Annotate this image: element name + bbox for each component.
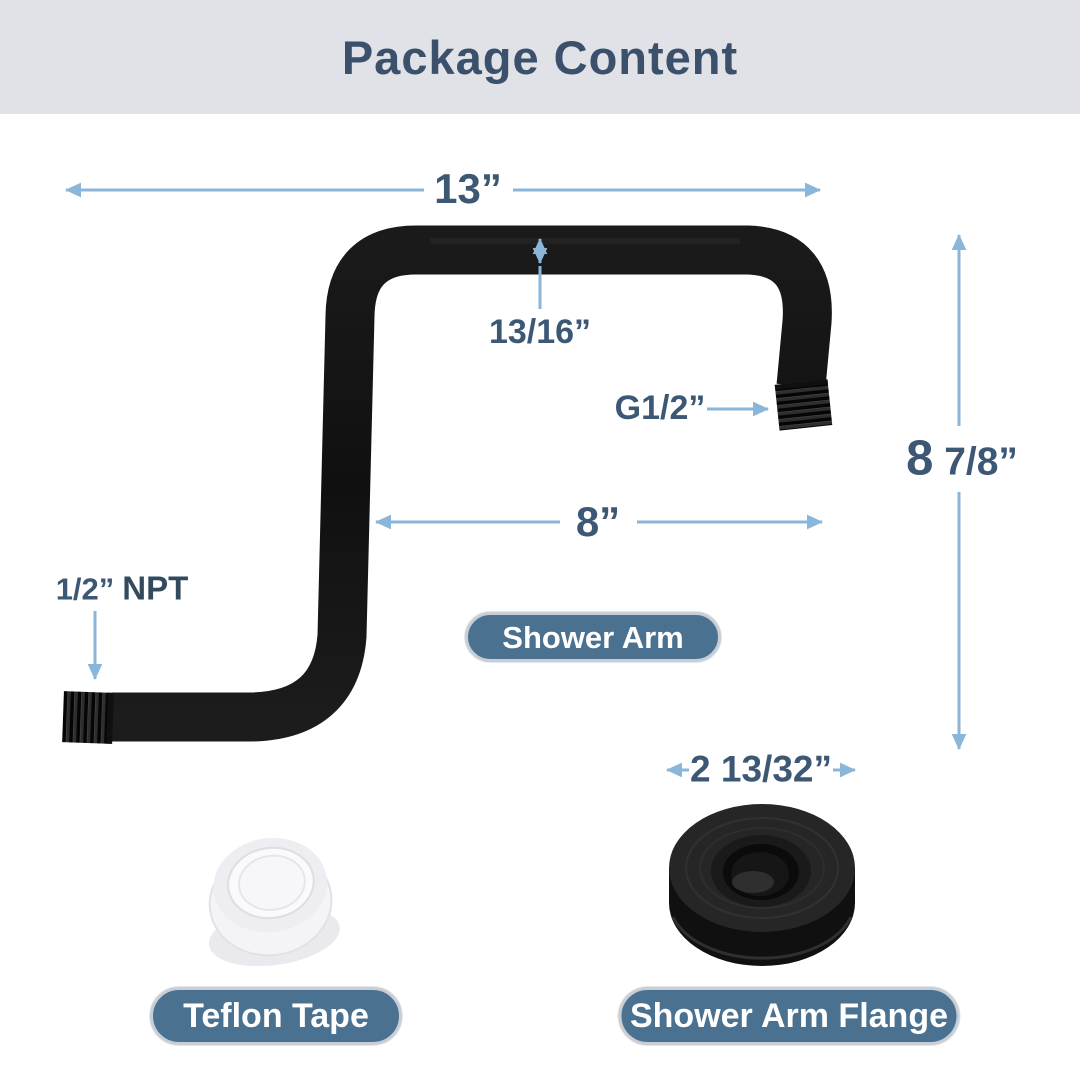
teflon-tape-product (208, 837, 340, 967)
dim-label-21332in: 2 13/32” (690, 748, 832, 790)
npt-text: NPT (122, 569, 189, 607)
dim-label-g12: G1/2” (614, 389, 706, 427)
dim-label-878in: 8 7/8” (901, 431, 1023, 486)
label-pill-shower-arm: Shower Arm (465, 612, 721, 662)
header-band: Package Content (0, 0, 1080, 114)
thread-end-wall (62, 691, 114, 744)
page-title: Package Content (341, 30, 739, 84)
dim-label-13in: 13” (434, 165, 502, 212)
shower-arm-product (62, 225, 833, 744)
flange-product (669, 804, 855, 966)
dim-label-8in: 8” (575, 498, 621, 545)
shower-arm-tube (112, 225, 832, 742)
label-pill-shower-arm-flange: Shower Arm Flange (618, 987, 960, 1045)
dim-label-1316in: 13/16” (488, 313, 592, 351)
thread-end-top (774, 379, 833, 431)
label-pill-teflon-tape: Teflon Tape (150, 987, 402, 1045)
npt-size: 1/2” (55, 571, 115, 607)
dim-label-npt: 1/2”NPT (56, 572, 189, 605)
dim-878-whole: 8 (906, 431, 934, 486)
dim-878-fraction: 7/8” (944, 440, 1018, 484)
dimension-lines (64, 182, 967, 778)
